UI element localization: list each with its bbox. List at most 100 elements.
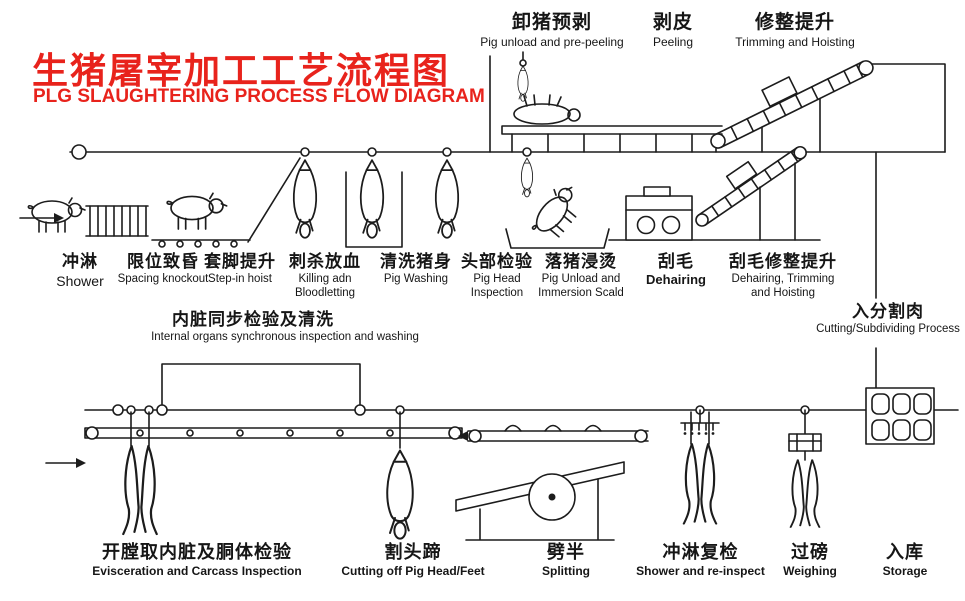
storage-rack xyxy=(865,387,935,445)
stage-label-cutting-subdividing-en: Cutting/Subdividing Process xyxy=(816,323,960,336)
page-title: 生猪屠宰加工工艺流程图 xyxy=(32,50,451,91)
split-carcass-icon xyxy=(682,442,718,525)
stage-label-pre-peeling: 卸猪预剥 Pig unload and pre-peeling xyxy=(462,12,642,50)
step-in-hoist-ramp xyxy=(247,157,301,243)
shower-pipe xyxy=(680,409,720,424)
hanging-carcass-icon xyxy=(386,449,414,540)
shower-reinspect-station xyxy=(680,409,720,525)
stage-label-cutting-subdividing: 入分割肉 Cutting/Subdividing Process xyxy=(812,302,964,337)
stage-label-immersion-scald-zh: 落猪浸烫 xyxy=(545,252,617,271)
stage-label-spacing-knockout-en: Spacing knockout xyxy=(117,273,209,286)
stage-label-spacing-knockout: 限位致昏 Spacing knockout xyxy=(111,252,215,287)
stage-label-pig-washing: 清洗猪身 Pig Washing xyxy=(368,252,464,287)
flow-arrow-icon xyxy=(54,213,64,223)
stage-label-cutting-head-feet: 割头蹄 Cutting off Pig Head/Feet xyxy=(323,542,503,578)
stage-label-cutting-head-feet-en: Cutting off Pig Head/Feet xyxy=(341,563,485,578)
hoist-motor xyxy=(725,160,758,190)
stage-label-internal-organs-en: Internal organs synchronous inspection a… xyxy=(151,331,419,344)
stage-label-weighing: 过磅 Weighing xyxy=(760,542,860,578)
stage-label-head-inspection-en: Pig Head Inspection xyxy=(470,273,524,299)
stage-label-peeling-zh: 剥皮 xyxy=(652,12,693,33)
bleeding-line xyxy=(292,159,460,248)
pig-on-table-icon xyxy=(513,94,581,125)
stage-label-head-inspection: 头部检验 Pig Head Inspection xyxy=(452,252,542,300)
split-carcass-icon xyxy=(789,459,821,529)
stage-label-internal-organs: 内脏同步检验及清洗 Internal organs synchronous in… xyxy=(140,310,430,345)
stage-label-cutting-head-feet-zh: 割头蹄 xyxy=(384,542,442,562)
stage-label-cutting-subdividing-zh: 入分割肉 xyxy=(852,302,924,321)
flow-arrow-icon xyxy=(458,431,468,441)
flow-arrow-icon xyxy=(76,458,86,468)
stage-label-step-in-hoist: 套脚提升 Step-in hoist xyxy=(190,252,290,287)
stage-label-pre-peeling-en: Pig unload and pre-peeling xyxy=(480,34,624,49)
stage-label-storage-en: Storage xyxy=(882,563,928,578)
stage-label-killing-bloodletting: 刺杀放血 Killing adn Bloodletting xyxy=(277,252,373,300)
hanging-carcass-icon xyxy=(517,65,529,102)
falling-pig-icon xyxy=(525,178,590,246)
stage-label-trimming-hoisting: 修整提升 Trimming and Hoisting xyxy=(700,12,890,50)
stage-label-dehairing-trimming: 刮毛修整提升 Dehairing, Trimming and Hoisting xyxy=(713,252,853,300)
stage-label-shower-reinspect-zh: 冲淋复检 xyxy=(662,542,739,562)
hoist-elevator-lower xyxy=(695,145,807,241)
stage-label-internal-organs-zh: 内脏同步检验及清洗 xyxy=(172,310,334,329)
scald-and-dehair xyxy=(505,178,821,249)
stage-label-dehairing-en: Dehairing xyxy=(646,272,706,288)
stage-label-shower: 冲淋 Shower xyxy=(32,252,128,289)
stage-label-step-in-hoist-en: Step-in hoist xyxy=(208,273,272,286)
stage-label-evisceration: 开膛取内脏及胴体检验 Evisceration and Carcass Insp… xyxy=(87,542,307,578)
live-pig-icon xyxy=(166,192,228,230)
stage-label-splitting-zh: 劈半 xyxy=(547,542,585,562)
inspection-rail-loop xyxy=(161,363,361,411)
stage-label-dehairing-zh: 刮毛 xyxy=(658,252,694,271)
weighing-scale-icon xyxy=(788,433,822,452)
hanging-carcass-icon xyxy=(292,159,318,239)
hanging-carcass-icon xyxy=(359,159,385,239)
hoist-motor xyxy=(761,76,798,108)
stage-label-storage-zh: 入库 xyxy=(886,542,924,562)
split-carcass-icon xyxy=(122,444,158,536)
stage-label-peeling: 剥皮 Peeling xyxy=(623,12,723,50)
stage-label-trimming-hoisting-en: Trimming and Hoisting xyxy=(735,34,855,49)
stage-label-step-in-hoist-zh: 套脚提升 xyxy=(204,252,276,271)
stage-label-weighing-zh: 过磅 xyxy=(791,542,829,562)
splitting-saw xyxy=(455,424,649,541)
stage-label-immersion-scald-en: Pig Unload and Immersion Scald xyxy=(538,273,624,299)
hoist-elevator-upper xyxy=(710,60,874,153)
stage-label-shower-reinspect: 冲淋复检 Shower and re-inspect xyxy=(628,542,773,578)
stage-label-storage: 入库 Storage xyxy=(855,542,955,578)
stage-label-killing-bloodletting-zh: 刺杀放血 xyxy=(289,252,361,271)
stage-label-evisceration-zh: 开膛取内脏及胴体检验 xyxy=(102,542,292,562)
stage-label-killing-bloodletting-en: Killing adn Bloodletting xyxy=(294,273,356,299)
stage-label-shower-reinspect-en: Shower and re-inspect xyxy=(636,563,765,578)
stage-label-weighing-en: Weighing xyxy=(783,563,837,578)
stage-label-shower-zh: 冲淋 xyxy=(62,252,98,271)
stage-label-pre-peeling-zh: 卸猪预剥 xyxy=(511,12,592,33)
stage-label-splitting: 劈半 Splitting xyxy=(516,542,616,578)
weighing-station xyxy=(788,409,822,529)
stage-label-peeling-en: Peeling xyxy=(652,34,694,49)
pre-peel-table xyxy=(501,125,723,135)
stage-label-immersion-scald: 落猪浸烫 Pig Unload and Immersion Scald xyxy=(531,252,631,300)
page-subtitle: PLG SLAUGHTERING PROCESS FLOW DIAGRAM xyxy=(33,86,485,107)
bleeding-trough xyxy=(345,171,403,248)
second-floor-rail xyxy=(84,363,959,416)
pre-peeling-station xyxy=(489,51,723,198)
carcass-inspection-hangers xyxy=(122,411,414,540)
stage-label-pig-washing-en: Pig Washing xyxy=(383,273,449,286)
stage-label-shower-en: Shower xyxy=(56,273,104,290)
stage-label-dehairing-trimming-zh: 刮毛修整提升 xyxy=(729,252,837,271)
hanging-carcass-icon xyxy=(520,157,534,198)
stage-label-dehairing: 刮毛 Dehairing xyxy=(628,252,724,288)
stage-label-pig-washing-zh: 清洗猪身 xyxy=(380,252,452,271)
dehairing-machine xyxy=(625,195,693,241)
stage-label-splitting-en: Splitting xyxy=(542,563,590,578)
stage-label-spacing-knockout-zh: 限位致昏 xyxy=(127,252,199,271)
stage-label-evisceration-en: Evisceration and Carcass Inspection xyxy=(92,563,302,578)
scalding-tank xyxy=(505,228,610,249)
hanging-carcass-icon xyxy=(434,159,460,239)
entry-and-stunning xyxy=(19,157,301,248)
stage-label-trimming-hoisting-zh: 修整提升 xyxy=(754,12,835,33)
stage-label-dehairing-trimming-en: Dehairing, Trimming and Hoisting xyxy=(731,273,835,299)
